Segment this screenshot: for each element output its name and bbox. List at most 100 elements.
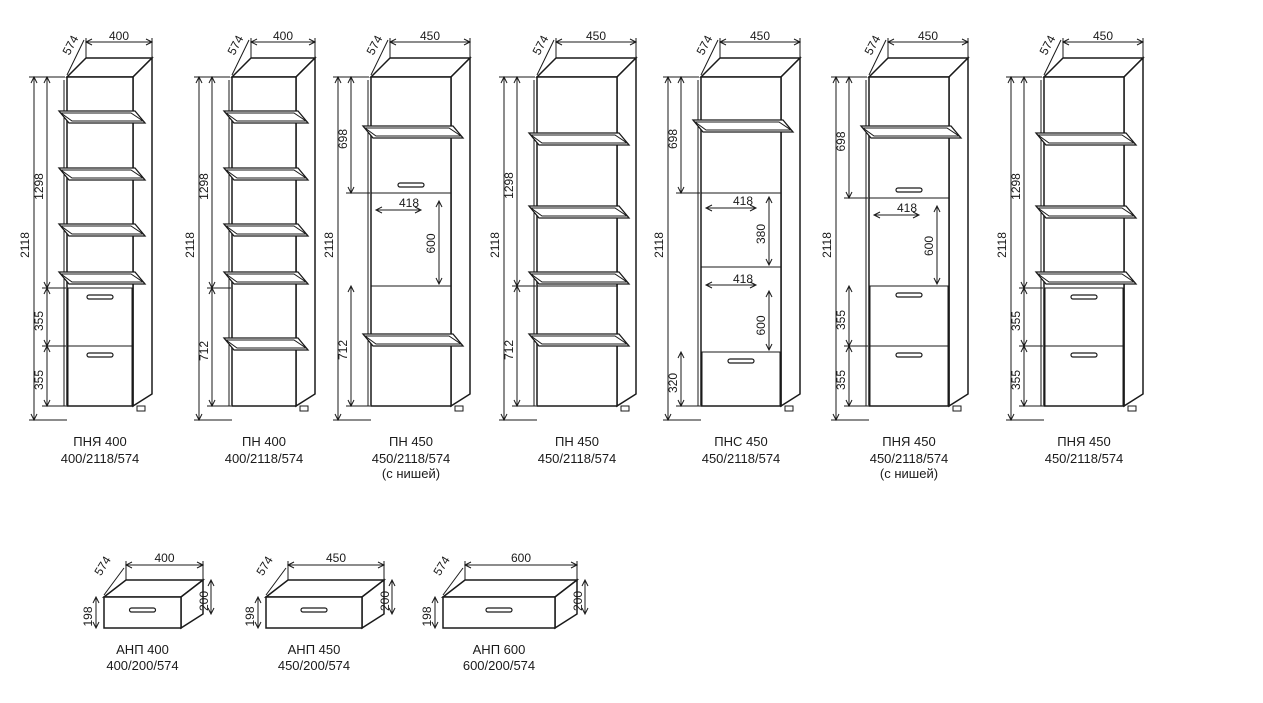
cabinet-size: 450/2118/574 <box>1045 451 1124 466</box>
inner-dimension-label-1: 698 <box>336 129 350 149</box>
door-handle <box>397 182 425 188</box>
unit-height-line-arrow-top <box>207 578 215 587</box>
drawer-handle-1 <box>1070 294 1098 300</box>
unit-height-line-arrow-top <box>581 578 589 587</box>
unit-width-label: 400 <box>154 551 174 565</box>
unit-width-label: 600 <box>511 551 531 565</box>
inner-dimension-label-2: 712 <box>336 340 350 360</box>
niche-upper-width-line-arrow-right <box>749 204 758 212</box>
unit-front-height-line-arrow-top <box>254 595 262 604</box>
depth-dimension-line <box>66 39 85 76</box>
shelf-3 <box>57 223 147 237</box>
unit-front-height-line-arrow-top <box>92 595 100 604</box>
height-label: 2118 <box>820 232 834 258</box>
unit-height-line-arrow-top <box>388 578 396 587</box>
niche-lower-height-line-arrow-top <box>765 289 773 298</box>
unit-height-label: 200 <box>378 591 392 611</box>
shelf-3-inner <box>59 225 145 235</box>
cabinet-side <box>450 56 471 408</box>
shelf-2-inner <box>59 169 145 179</box>
height-label: 2118 <box>995 232 1009 258</box>
shelf-4-inner <box>224 273 308 283</box>
unit-depth-label: 574 <box>91 553 114 578</box>
cabinet-code: ПНС 450 <box>714 434 767 449</box>
drawer-handle-2 <box>86 352 114 358</box>
shelf-1 <box>859 125 963 139</box>
cabinet-front <box>536 76 618 407</box>
cabinet-foot <box>299 405 309 412</box>
unit-code: АНП 400 <box>116 642 169 657</box>
width-label: 450 <box>420 29 440 43</box>
shelf-2 <box>222 167 310 181</box>
niche-lower-width-line-arrow-left <box>704 281 713 289</box>
shelf-5-inner <box>224 339 308 349</box>
shelf-3-inner <box>529 273 629 283</box>
inner-dimension-line-1-arrow-top <box>845 75 853 84</box>
unit-height-line-arrow-bottom <box>581 607 589 616</box>
niche-height-line-arrow-bottom <box>435 277 443 286</box>
niche-upper-height-label: 380 <box>754 224 768 244</box>
niche-height-line-arrow-top <box>435 199 443 208</box>
niche-upper-height-line-arrow-top <box>765 195 773 204</box>
shelf-4 <box>527 333 631 347</box>
niche-width-line-arrow-left <box>374 206 383 214</box>
inner-dimension-label-1: 1298 <box>32 173 46 200</box>
shelf-1-inner <box>529 134 629 144</box>
depth-dimension-line <box>231 39 250 76</box>
shelf-1 <box>361 125 465 139</box>
cabinet-size: 450/2118/574 <box>372 451 451 466</box>
inner-dimension-line-2-arrow-top <box>43 286 51 295</box>
drawer-handle-2 <box>895 352 923 358</box>
niche-upper-height-line-arrow-bottom <box>765 258 773 267</box>
unit-depth-label: 574 <box>253 553 276 578</box>
inner-dimension-label-2: 355 <box>834 310 848 330</box>
unit-front-height-line-arrow-bottom <box>431 621 439 630</box>
shelf-4-inner <box>529 335 629 345</box>
niche-lower-width-label: 418 <box>733 272 753 286</box>
shelf-2-inner <box>1036 207 1136 217</box>
cabinet-code: ПН 450 <box>555 434 599 449</box>
shelf-5 <box>222 337 310 351</box>
height-label: 2118 <box>183 232 197 258</box>
cabinet-foot <box>1127 405 1137 412</box>
unit-code: АНП 450 <box>288 642 341 657</box>
shelf-4 <box>57 271 147 285</box>
unit-front-height-line-arrow-bottom <box>254 621 262 630</box>
inner-dimension-line-3-arrow-top <box>43 344 51 353</box>
depth-label: 574 <box>1037 33 1059 58</box>
depth-label: 574 <box>60 33 82 58</box>
shelf-2 <box>527 205 631 219</box>
unit-code: АНП 600 <box>473 642 526 657</box>
cabinet-foot <box>136 405 146 412</box>
depth-dimension-line <box>868 39 887 76</box>
unit-handle <box>300 607 328 613</box>
unit-depth-label: 574 <box>430 553 453 578</box>
shelf-1-inner <box>693 121 793 131</box>
inner-dimension-line-1-arrow-top <box>513 75 521 84</box>
niche-upper-width-label: 418 <box>733 194 753 208</box>
depth-label: 574 <box>225 33 247 58</box>
drawer-front-2 <box>1044 345 1124 407</box>
drawer-front-2 <box>869 345 949 407</box>
cabinet-side <box>1123 56 1144 408</box>
width-label: 450 <box>750 29 770 43</box>
cabinet-code: ПН 400 <box>242 434 286 449</box>
cabinet-size: 450/2118/574 <box>538 451 617 466</box>
unit-top <box>440 579 580 598</box>
cabinet-side <box>616 56 637 408</box>
niche-width-line-arrow-left <box>872 211 881 219</box>
unit-depth-line <box>103 567 125 596</box>
unit-height-line-arrow-bottom <box>207 607 215 616</box>
shelf-4-inner <box>59 273 145 283</box>
shelf-3 <box>527 271 631 285</box>
shelf-4 <box>222 271 310 285</box>
width-label: 400 <box>109 29 129 43</box>
